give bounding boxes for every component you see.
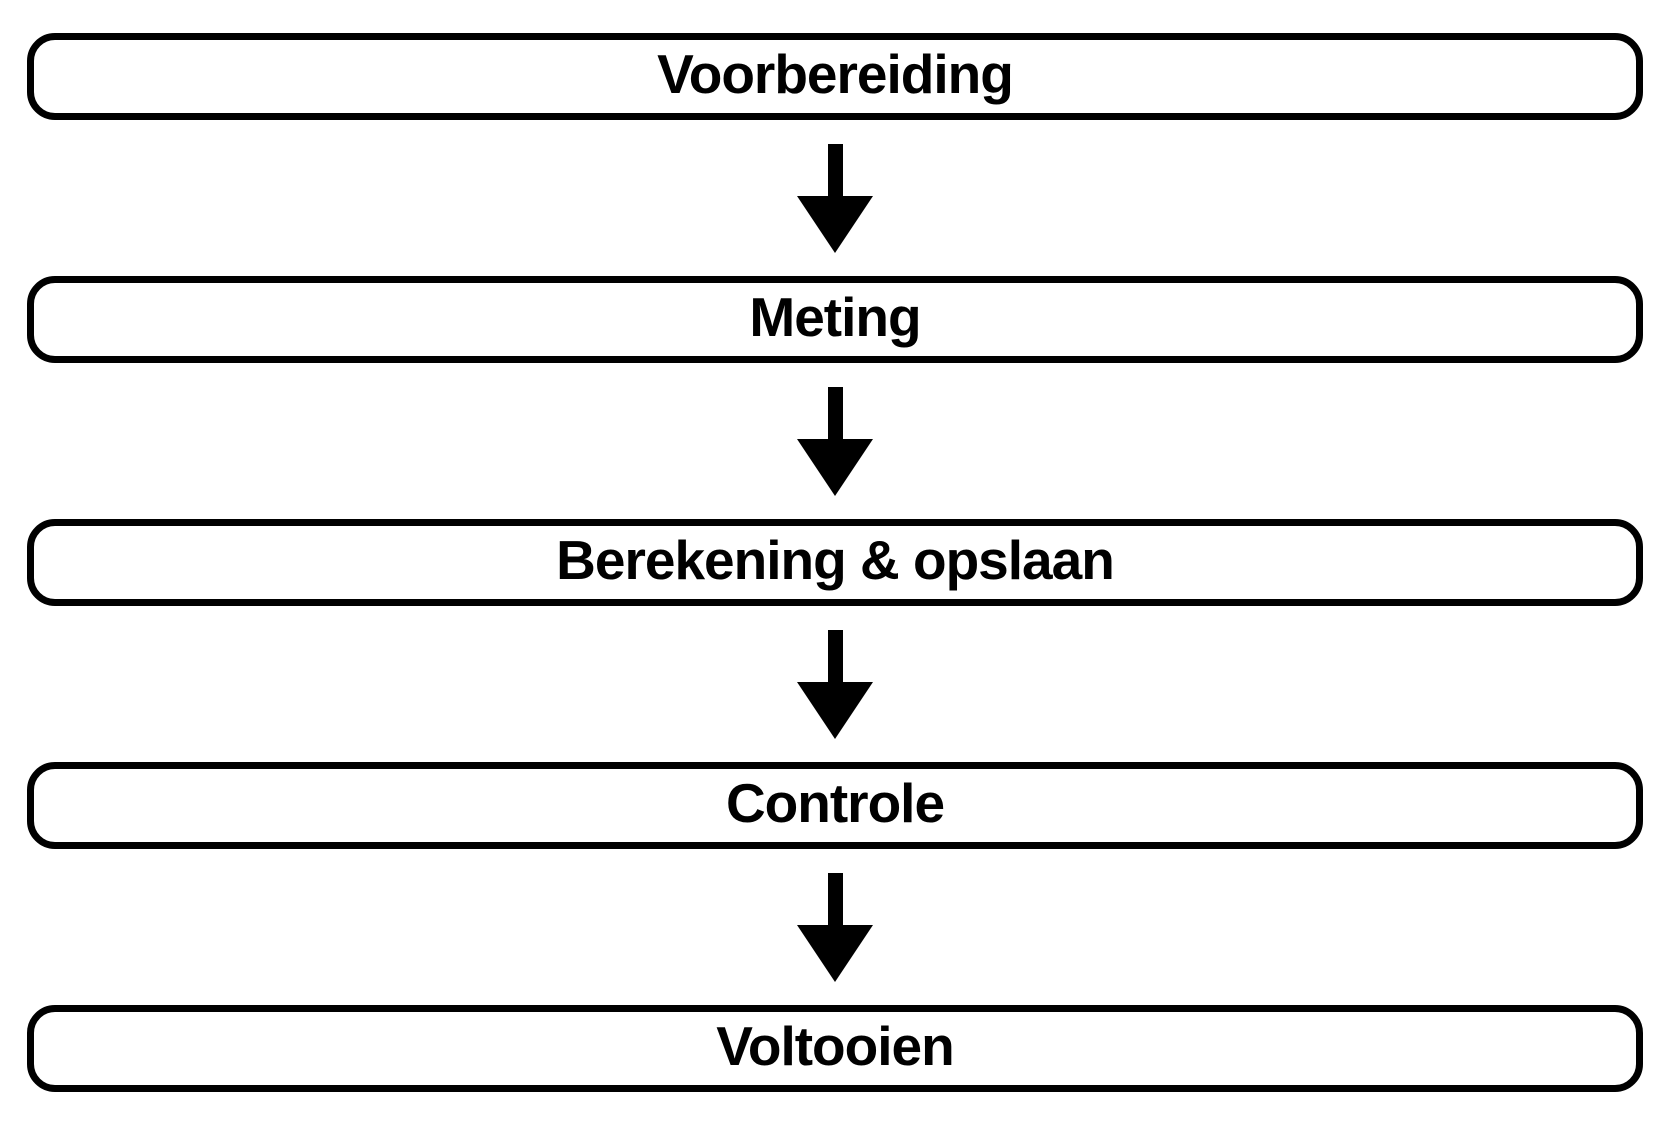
flow-step-berekening-opslaan: Berekening & opslaan [27, 519, 1643, 606]
flow-step-label: Berekening & opslaan [556, 529, 1115, 591]
down-arrow-head [797, 681, 873, 739]
flow-step-label: Controle [725, 772, 945, 834]
flow-step-label: Meting [749, 286, 921, 348]
flow-step-label: Voltooien [716, 1015, 954, 1077]
down-arrow-icon [27, 120, 1643, 276]
down-arrow-shaft [827, 872, 843, 925]
down-arrow-icon [27, 606, 1643, 762]
down-arrow-shaft [827, 143, 843, 196]
down-arrow-icon [27, 849, 1643, 1005]
down-arrow-head [797, 924, 873, 982]
flow-step-controle: Controle [27, 762, 1643, 849]
down-arrow-head [797, 195, 873, 253]
flow-step-label: Voorbereiding [657, 43, 1014, 105]
flow-step-meting: Meting [27, 276, 1643, 363]
down-arrow-shaft [827, 629, 843, 682]
down-arrow-head [797, 438, 873, 496]
flow-step-voltooien: Voltooien [27, 1005, 1643, 1092]
down-arrow-shaft [827, 386, 843, 439]
down-arrow-icon [27, 363, 1643, 519]
flow-step-voorbereiding: Voorbereiding [27, 33, 1643, 120]
